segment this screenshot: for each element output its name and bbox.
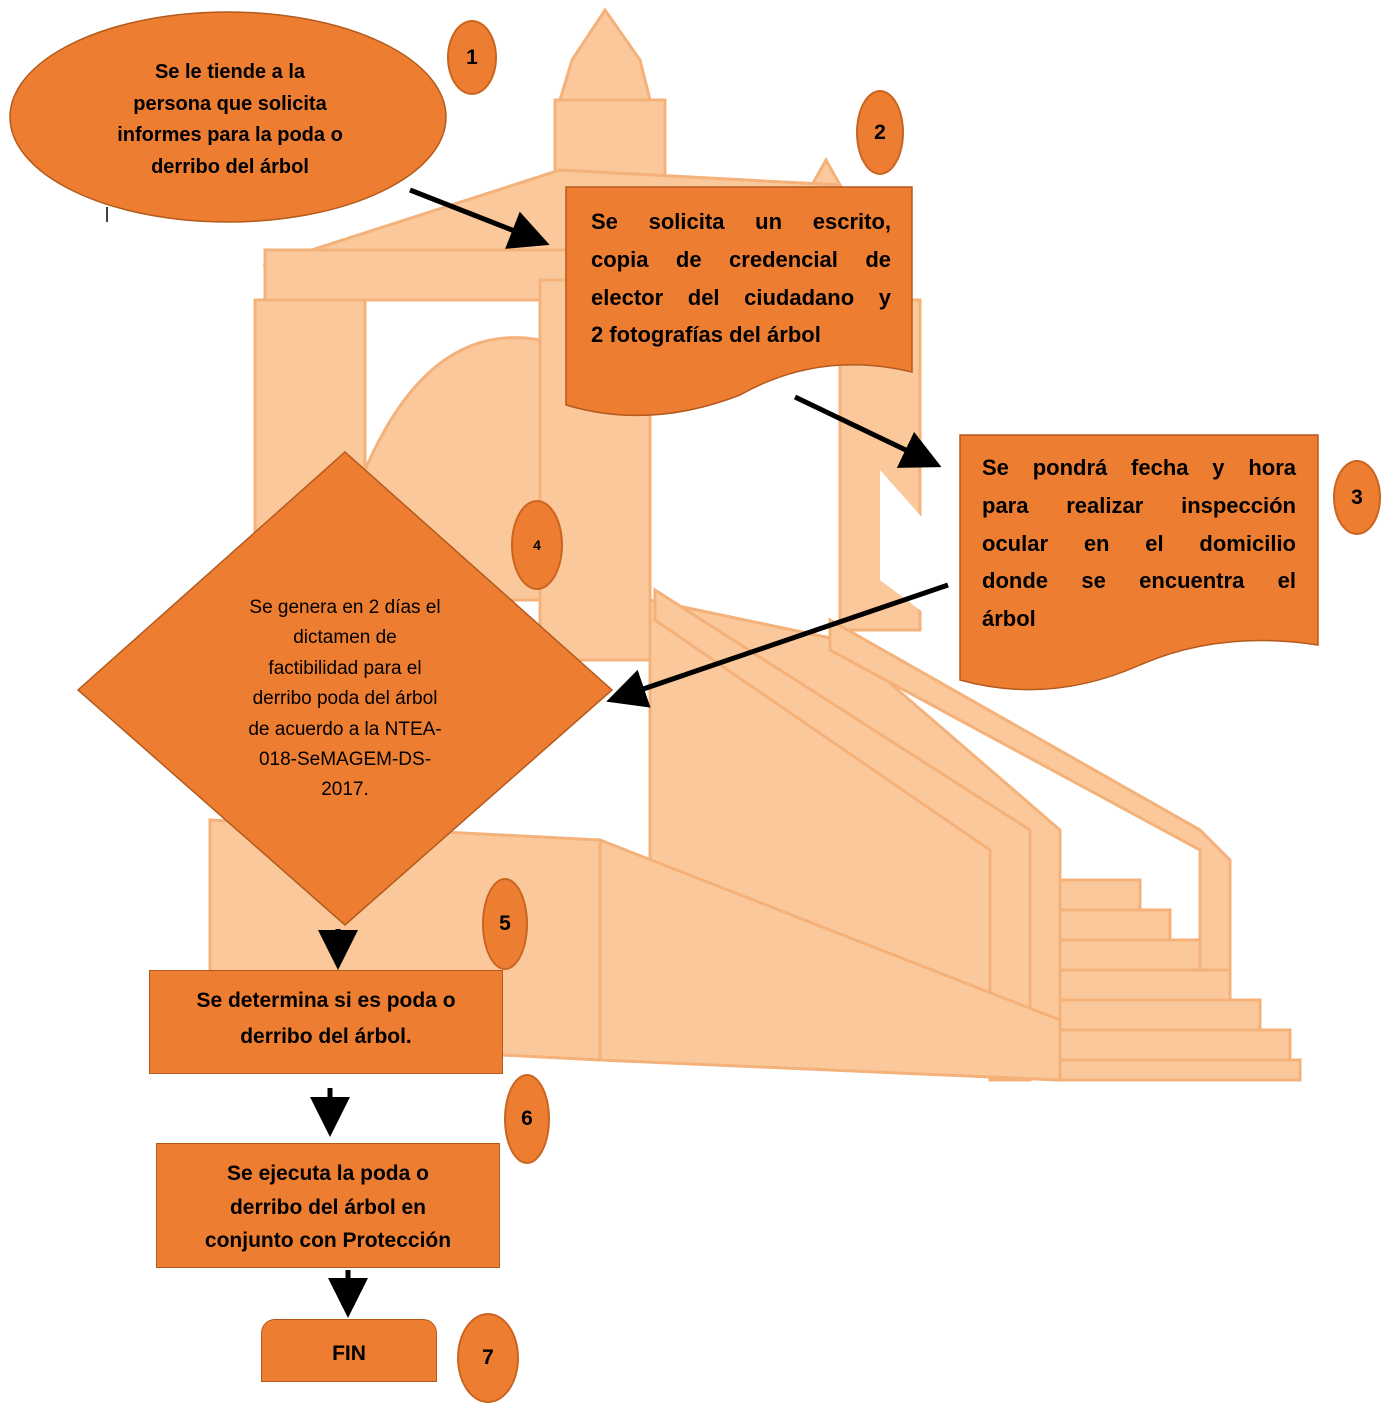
step-3-document-shape [959,434,1319,691]
step-7-number-badge: 7 [457,1313,519,1403]
step-4-number-badge: 4 [511,500,563,590]
step-6-rectangle [156,1143,500,1268]
step-4-text: Se genera en 2 días el dictamen de facti… [248,597,442,801]
step-1-text: Se le tiende a la persona que solicita i… [117,61,343,178]
step-7-text: FIN [332,1342,366,1365]
step-5-number-badge: 5 [482,878,528,970]
step-5-text: Se determina si es poda o derribo del ár… [196,989,456,1048]
step-3-text: Se pondrá fecha y hora para realizar ins… [982,455,1296,632]
step-2-number-badge: 2 [856,90,904,175]
step-1-ellipse [9,11,447,223]
step-1-number-badge: 1 [447,20,497,95]
step-6-text: Se ejecuta la poda o derribo del árbol e… [204,1162,452,1253]
step-4-diamond [76,450,614,926]
step-6-number-badge: 6 [504,1074,550,1164]
step-5-rectangle [149,970,503,1074]
step-2-document-shape [565,186,913,417]
step-2-text: Se solicita un escrito, copia de credenc… [591,209,891,348]
step-3-number-badge: 3 [1333,460,1381,535]
